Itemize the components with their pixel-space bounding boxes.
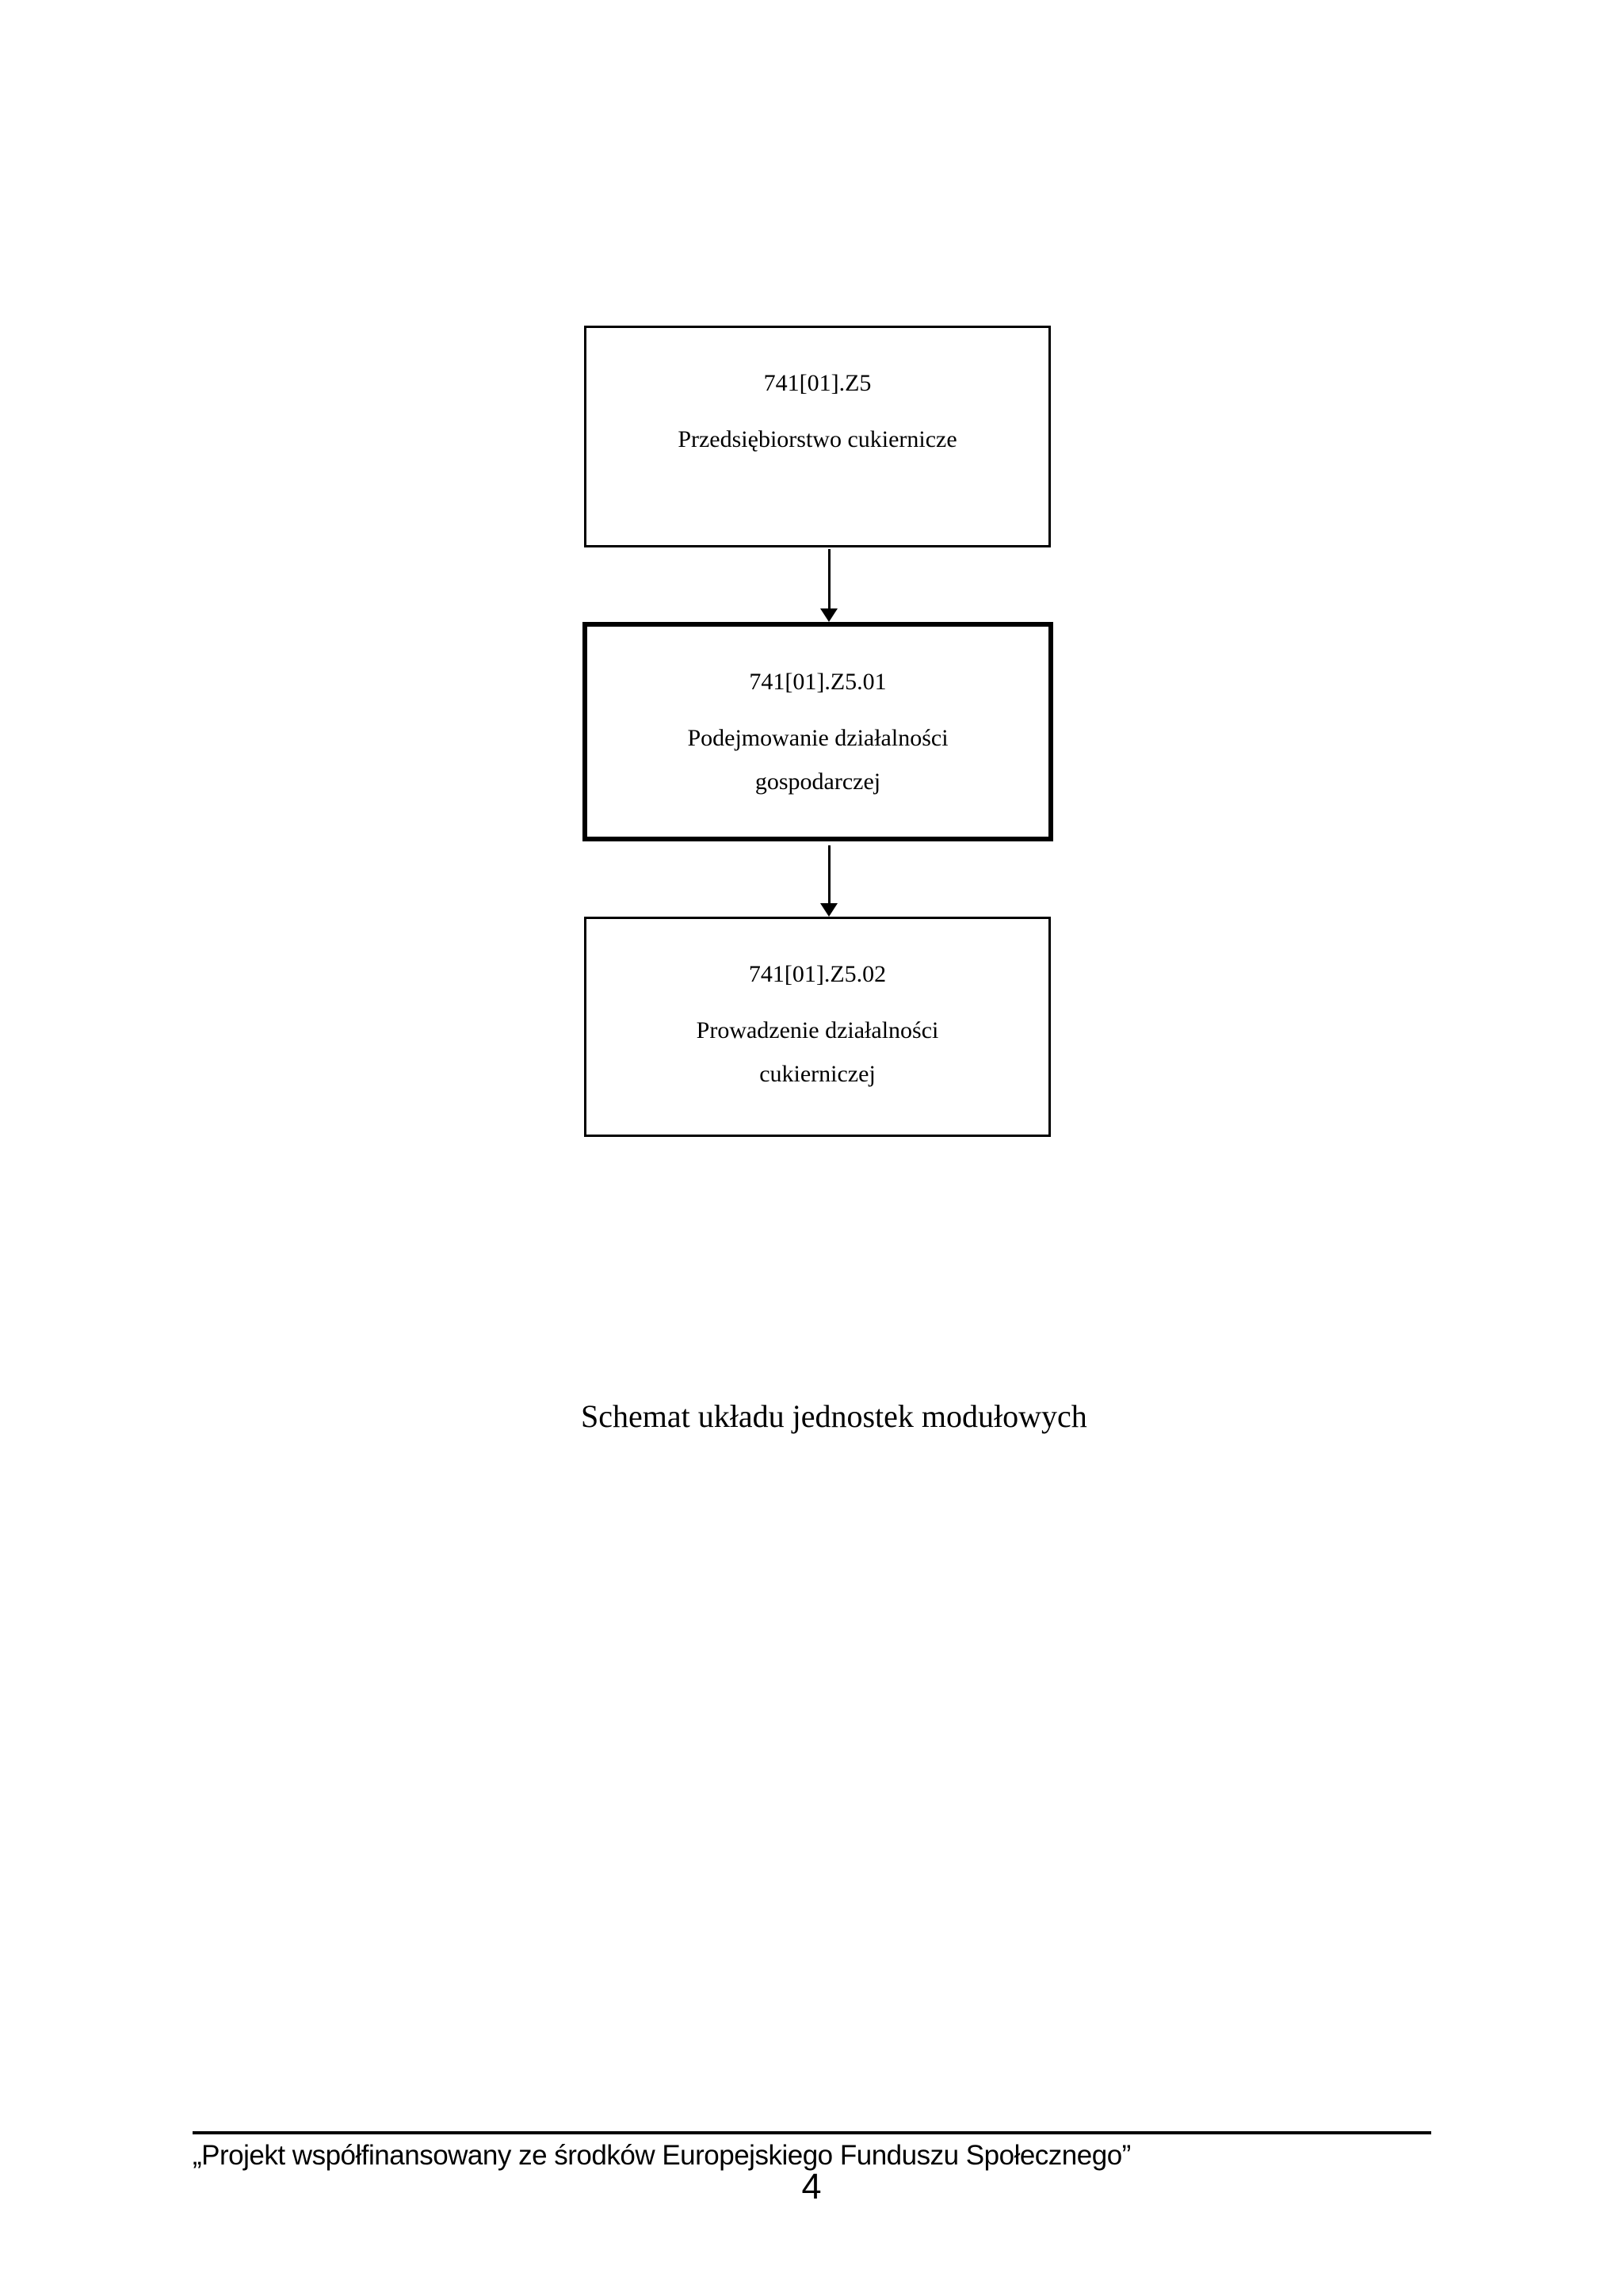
flow-node-z5-02: 741[01].Z5.02 Prowadzenie działalności c…	[584, 917, 1051, 1137]
connector-line	[828, 549, 831, 608]
node-code: 741[01].Z5.01	[749, 669, 887, 695]
page-number: 4	[801, 2166, 822, 2206]
footer-text: „Projekt współfinansowany ze środków Eur…	[193, 2140, 1131, 2171]
flow-node-z5: 741[01].Z5 Przedsiębiorstwo cukiernicze	[584, 326, 1051, 547]
connector-line	[828, 845, 831, 903]
node-code: 741[01].Z5.02	[748, 961, 887, 987]
arrow-down-icon	[820, 903, 838, 917]
node-name: Podejmowanie działalności gospodarczej	[687, 725, 949, 795]
footer-divider	[193, 2131, 1431, 2134]
node-code: 741[01].Z5	[763, 370, 872, 396]
flow-node-z5-01: 741[01].Z5.01 Podejmowanie działalności …	[582, 622, 1053, 841]
node-name: Prowadzenie działalności cukierniczej	[696, 1017, 939, 1087]
arrow-down-icon	[820, 608, 838, 622]
diagram-caption: Schemat układu jednostek modułowych	[581, 1398, 1087, 1434]
node-name: Przedsiębiorstwo cukiernicze	[678, 426, 957, 452]
